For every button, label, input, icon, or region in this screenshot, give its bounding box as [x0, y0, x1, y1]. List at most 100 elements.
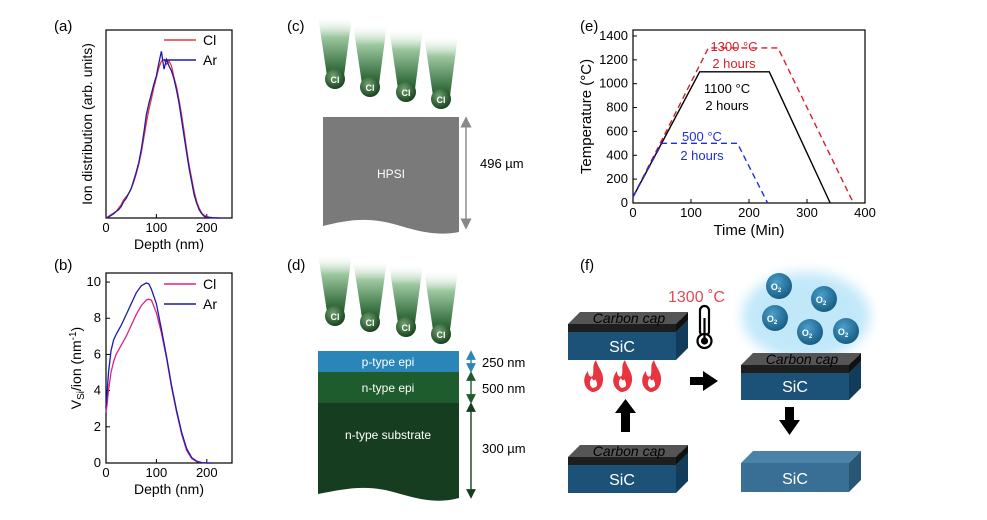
y-tick-label: 8	[94, 310, 101, 325]
sic-label: SiC	[609, 472, 635, 489]
y-tick-label: 1400	[599, 28, 628, 43]
series-line-cl	[105, 58, 222, 219]
n-type-substrate-label: n-type substrate	[345, 428, 431, 442]
y-axis-label: Ion distribution (arb. units)	[79, 43, 95, 205]
ion-beam-2: Cl	[353, 24, 387, 97]
x-tick-label: 200	[738, 205, 760, 220]
svg-text:O2: O2	[771, 282, 782, 294]
y-tick-label: 4	[94, 383, 101, 398]
ion-label: Cl	[402, 323, 411, 333]
x-tick-label: 0	[102, 220, 109, 235]
ion-beam-3: Cl	[389, 264, 423, 337]
svg-text:O2: O2	[767, 314, 778, 326]
hpsi-label: HPSI	[377, 167, 405, 181]
oxygen-cloud: O2 O2 O2 O2 O2	[742, 272, 870, 360]
svg-text:O2: O2	[802, 328, 813, 340]
x-tick-label: 100	[146, 465, 168, 480]
ion-beam-1: Cl	[318, 16, 352, 89]
series-line-1300	[632, 47, 855, 204]
p-type-epi-layer	[318, 351, 459, 372]
annotation-temperature: 1100 °C	[704, 81, 750, 96]
legend-label: Ar	[203, 296, 217, 312]
substrate-thickness-label: 300 µm	[482, 441, 526, 456]
y-axis-label: VSi/ion (nm-1)	[68, 327, 87, 409]
x-tick-label: 0	[102, 465, 109, 480]
capped-sic-block-initial: Carbon cap SiC	[568, 443, 688, 493]
oxygen-molecule: O2	[833, 318, 859, 344]
annotation-duration: 2 hours	[680, 148, 724, 163]
y-tick-label: 400	[606, 147, 628, 162]
ion-label: Cl	[437, 95, 446, 105]
y-tick-label: 1200	[599, 52, 628, 67]
legend-label: Cl	[203, 32, 216, 48]
y-tick-label: 0	[94, 455, 101, 470]
oxygen-molecule: O2	[762, 305, 788, 331]
x-tick-label: 0	[629, 205, 636, 220]
y-tick-label: 200	[606, 171, 628, 186]
panel-label-e: (e)	[580, 18, 598, 35]
plot-frame	[105, 272, 233, 464]
panel-label-f: (f)	[580, 257, 594, 274]
series-line-500	[632, 142, 769, 204]
capped-sic-block-heated: Carbon cap SiC	[568, 310, 688, 360]
hpsi-substrate	[323, 117, 459, 234]
y-tick-label: 0	[621, 195, 628, 210]
oxygen-molecule: O2	[797, 319, 823, 345]
series-line-ar	[105, 282, 212, 464]
n-epi-thickness-label: 500 nm	[482, 381, 525, 396]
legend-label: Ar	[203, 52, 217, 68]
carbon-cap-label: Carbon cap	[593, 310, 666, 326]
y-tick-label: 1000	[599, 76, 628, 91]
sic-label: SiC	[782, 379, 808, 396]
y-tick-label: 2	[94, 419, 101, 434]
y-tick-label: 800	[606, 100, 628, 115]
series-line-1100	[632, 71, 831, 204]
y-tick-label: 600	[606, 123, 628, 138]
right-arrow-icon	[690, 371, 718, 391]
flame-icon-1	[584, 360, 604, 392]
annotation-duration: 2 hours	[712, 56, 756, 71]
x-tick-label: 200	[196, 220, 218, 235]
n-type-epi-label: n-type epi	[362, 381, 415, 395]
sic-label: SiC	[609, 339, 635, 356]
x-axis-label: Depth (nm)	[134, 481, 204, 497]
panel-label-c: (c)	[287, 18, 305, 35]
x-tick-label: 200	[196, 465, 218, 480]
oxygen-molecule: O2	[766, 273, 792, 299]
series-line-ar	[105, 51, 222, 219]
ion-label: Cl	[366, 318, 375, 328]
ion-beam-3: Cl	[389, 28, 423, 102]
x-tick-label: 400	[854, 205, 876, 220]
panel-d-schematic: Cl Cl Cl Cl p-type epi n-type epi n-type…	[318, 254, 526, 501]
ion-label: Cl	[402, 88, 411, 98]
x-axis-label: Depth (nm)	[134, 236, 204, 252]
panel-f-schematic: Carbon cap SiC 1300 ˚C	[568, 272, 870, 493]
annotation-temperature: 1300 °C	[710, 39, 757, 54]
y-tick-label: 10	[87, 274, 101, 289]
n-type-substrate-layer	[318, 403, 459, 501]
thickness-label: 496 µm	[480, 156, 524, 171]
p-epi-thickness-label: 250 nm	[482, 355, 525, 370]
annotation-temperature: 500 °C	[682, 129, 722, 144]
panel-label-d: (d)	[287, 257, 305, 274]
panel-c-schematic: Cl Cl Cl Cl HPSI 496 µm	[318, 16, 524, 234]
bare-sic-block: SiC	[741, 451, 861, 492]
capped-sic-block-oxidizing: Carbon cap SiC	[741, 351, 861, 400]
carbon-cap-label: Carbon cap	[593, 443, 666, 459]
ion-beam-4: Cl	[424, 35, 458, 109]
ion-beam-1: Cl	[318, 254, 352, 326]
plot-frame	[105, 29, 233, 219]
down-arrow-icon	[779, 407, 800, 435]
ion-beam-2: Cl	[353, 260, 387, 332]
flame-icon-2	[613, 360, 633, 392]
n-type-epi-layer	[318, 372, 459, 403]
carbon-cap-label: Carbon cap	[766, 351, 839, 367]
ion-beam-4: Cl	[424, 270, 458, 344]
svg-text:O2: O2	[816, 295, 827, 307]
y-tick-label: 6	[94, 346, 101, 361]
p-type-epi-label: p-type epi	[362, 355, 415, 369]
